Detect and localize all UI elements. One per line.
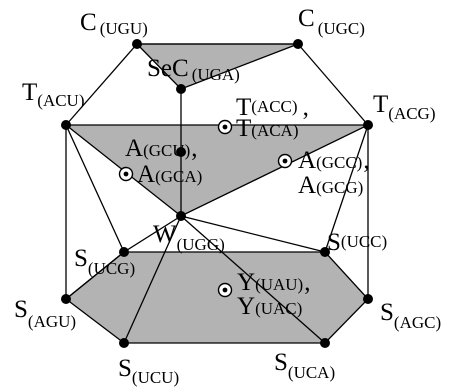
edges <box>65 43 369 344</box>
label-c-ugc: C(UGC) <box>298 5 365 38</box>
label-s-uca: S(UCA) <box>274 349 335 382</box>
label-t-acu: T(ACU) <box>22 79 85 110</box>
vertex-dots <box>61 39 373 348</box>
label-a-gca: A(GCA) <box>137 161 202 188</box>
label-s-ucg: S(UCG) <box>74 245 135 278</box>
ring-markers <box>118 119 293 298</box>
label-a-gcu: A(GCU), <box>125 135 198 162</box>
label-y-uac: Y(UAC) <box>237 293 302 320</box>
label-w-ugg: W(UGG) <box>153 221 225 254</box>
label-c-ugu: C(UGU) <box>80 9 148 38</box>
label-y-uau: Y(UAU), <box>237 269 310 296</box>
label-s-agu: S(AGU) <box>14 296 76 331</box>
label-s-ucc: S(UCC) <box>327 229 387 256</box>
label-a-gcg: A(GCG) <box>298 172 363 199</box>
label-t-aca: T(ACA) <box>236 115 299 142</box>
label-t-acg: T(ACG) <box>373 91 436 123</box>
label-s-ucu: S(UCU) <box>118 355 179 387</box>
label-t-acc: T(ACC), <box>236 94 309 121</box>
label-s-agc: S(AGC) <box>380 299 441 332</box>
label-sec-uga: SeC(UGA) <box>147 55 240 84</box>
label-a-gcc: A(GCC), <box>298 147 370 174</box>
